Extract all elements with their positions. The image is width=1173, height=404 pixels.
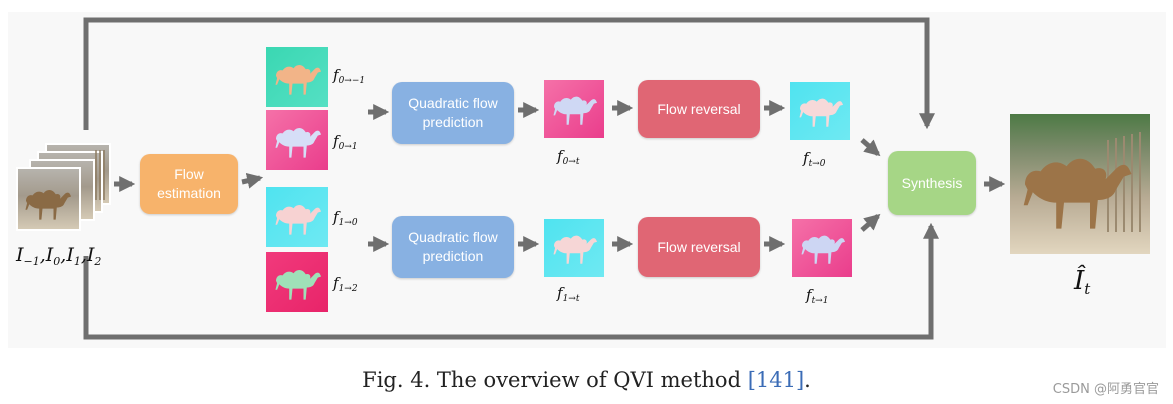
caption-period: . xyxy=(804,368,811,392)
flow-thumbnail-1-0 xyxy=(266,187,328,247)
flow-label-1-2: f1→2 xyxy=(333,274,358,294)
quadratic-flow-prediction-top-block: Quadratic flow prediction xyxy=(392,82,514,144)
flow-thumbnail-0-m1 xyxy=(266,47,328,107)
synthesis-block: Synthesis xyxy=(888,151,976,215)
quadratic-flow-prediction-bottom-label: Quadratic flow prediction xyxy=(408,229,498,264)
flow-reversal-top-label: Flow reversal xyxy=(657,100,741,117)
figure-caption: Fig. 4. The overview of QVI method [141]… xyxy=(0,368,1173,392)
flow-reversal-bottom-block: Flow reversal xyxy=(638,217,760,277)
loop-arrow-bottom xyxy=(83,222,940,340)
flow-thumbnail-0-1 xyxy=(266,110,328,170)
caption-text: Fig. 4. The overview of QVI method xyxy=(362,368,748,392)
loop-arrow-top xyxy=(83,17,936,130)
input-frames xyxy=(16,143,111,231)
flow-label-1-t: f1→t xyxy=(557,284,580,304)
caption-reference-link[interactable]: [141] xyxy=(747,368,805,392)
flow-thumbnail-t-0 xyxy=(790,82,850,140)
flow-label-t-1: ft→1 xyxy=(806,286,829,306)
flow-thumbnail-1-t xyxy=(544,219,604,277)
flow-label-1-0: f1→0 xyxy=(333,208,358,228)
flow-reversal-bottom-label: Flow reversal xyxy=(657,238,741,255)
flow-label-0-1: f0→1 xyxy=(333,132,358,152)
synthesis-label: Synthesis xyxy=(901,174,963,191)
arrow-to-synthesis-top xyxy=(860,138,881,157)
input-frames-label: I−1,I0,I1,I2 xyxy=(16,244,102,268)
flow-label-0-t: f0→t xyxy=(557,147,580,167)
quadratic-flow-prediction-top-label: Quadratic flow prediction xyxy=(408,95,498,130)
output-frame xyxy=(1010,114,1150,254)
watermark: CSDN @阿勇官官 xyxy=(1052,382,1159,397)
quadratic-flow-prediction-bottom-block: Quadratic flow prediction xyxy=(392,216,514,278)
flow-thumbnail-1-2 xyxy=(266,252,328,312)
flow-reversal-top-block: Flow reversal xyxy=(638,80,760,138)
flow-label-0-m1: f0→−1 xyxy=(333,66,366,86)
flow-thumbnail-0-t xyxy=(544,80,604,138)
arrow-estimation-to-flows xyxy=(241,172,264,189)
output-frame-label: Ît xyxy=(1074,266,1091,298)
flow-thumbnail-t-1 xyxy=(792,219,852,277)
flow-estimation-label: Flow estimation xyxy=(157,166,221,201)
arrow-to-synthesis-bottom xyxy=(860,213,881,232)
flow-label-t-0: ft→0 xyxy=(803,149,826,169)
flow-estimation-block: Flow estimation xyxy=(140,154,238,214)
